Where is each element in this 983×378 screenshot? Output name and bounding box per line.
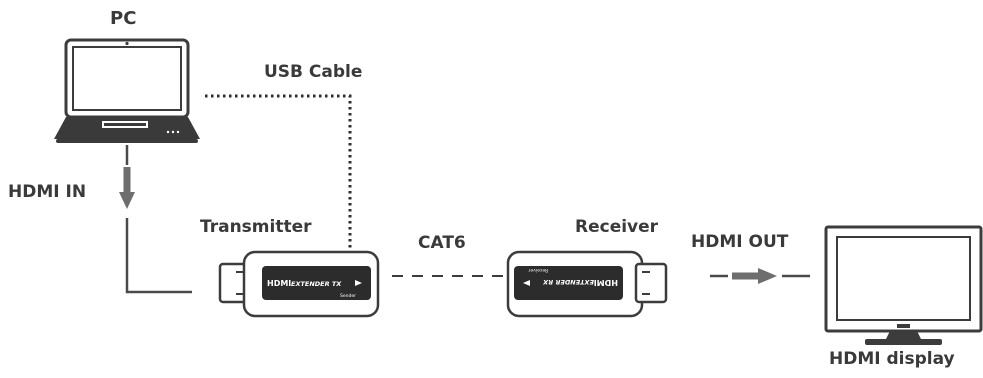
receiver-role: Receiver xyxy=(528,267,548,273)
receiver-device: HDMI EXTENDER RX Receiver xyxy=(506,250,668,318)
pc-label: PC xyxy=(110,8,137,29)
transmitter-device: HDMI EXTENDER TX Sender xyxy=(218,250,380,318)
right-arrow-icon xyxy=(732,268,777,284)
receiver-brand: HDMI xyxy=(594,278,618,287)
usb-cable-label: USB Cable xyxy=(264,62,363,82)
usb-cable xyxy=(205,94,352,258)
hdmi-in-label: HDMI IN xyxy=(8,182,87,202)
transmitter-model: EXTENDER TX xyxy=(291,280,342,288)
receiver-label-panel xyxy=(514,266,623,300)
receiver-label: Receiver xyxy=(575,217,659,237)
receiver-direction-icon xyxy=(523,280,530,286)
transmitter-direction-icon xyxy=(355,280,362,286)
cat6-label: CAT6 xyxy=(418,233,466,253)
hdmi-in-cable xyxy=(119,145,192,294)
transmitter-role: Sender xyxy=(340,293,356,299)
hdmi-out-cable xyxy=(710,268,810,284)
receiver-model: EXTENDER RX xyxy=(542,278,594,286)
hdmi-display-label: HDMI display xyxy=(829,349,955,369)
transmitter-label: Transmitter xyxy=(200,217,312,237)
laptop-icon xyxy=(54,38,200,143)
monitor-icon xyxy=(824,225,983,345)
transmitter-brand: HDMI xyxy=(267,279,291,288)
hdmi-out-label: HDMI OUT xyxy=(691,232,789,252)
down-arrow-icon xyxy=(119,167,135,209)
transmitter-label-panel xyxy=(262,266,371,300)
